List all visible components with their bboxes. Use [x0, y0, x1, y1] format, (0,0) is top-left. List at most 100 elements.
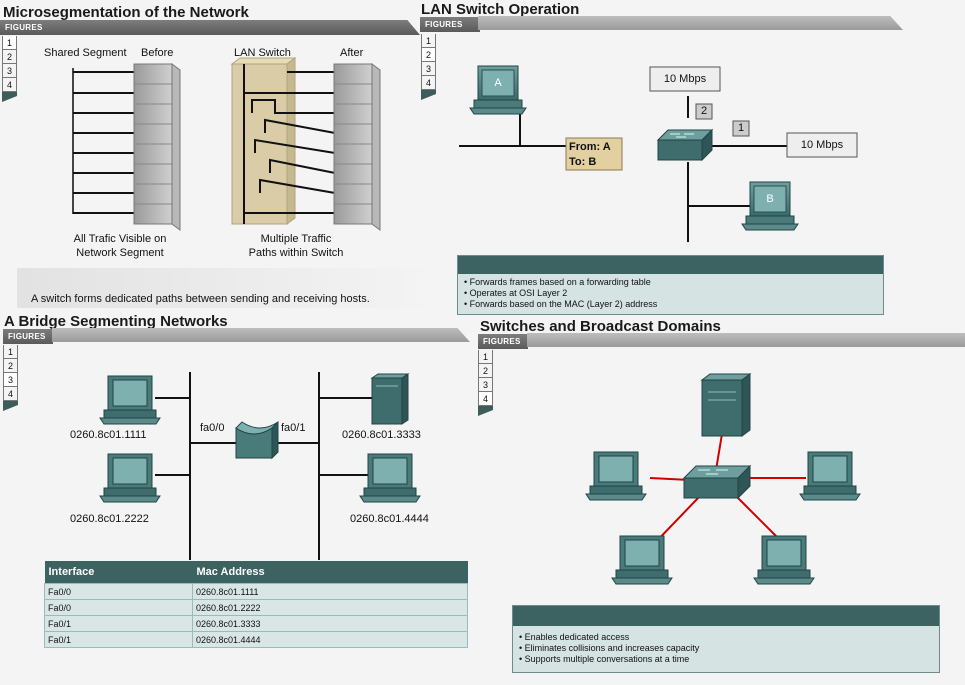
- lanswitch-title: LAN Switch Operation: [421, 1, 580, 18]
- table-cell-mac: 0260.8c01.1111: [192, 583, 468, 600]
- broadcast-tab-4[interactable]: 4: [478, 392, 493, 406]
- broadcast-tab-2[interactable]: 2: [478, 364, 493, 378]
- bridge-title-rule: [52, 328, 470, 342]
- lanswitch-tabs: 1 2 3 4: [421, 34, 436, 100]
- broadcast-figures-bar: [478, 334, 528, 349]
- broadcast-title-rule: [527, 333, 965, 347]
- speed-top: 10 Mbps: [663, 73, 707, 85]
- frame-to: To: B: [569, 156, 597, 168]
- table-cell-mac: 0260.8c01.3333: [192, 615, 468, 632]
- bridge-tab-2[interactable]: 2: [3, 359, 18, 373]
- lanswitch-tab-4[interactable]: 4: [421, 76, 436, 90]
- bridge-tab-footer: [3, 401, 18, 411]
- host-mac-label: 0260.8c01.4444: [350, 513, 429, 525]
- table-cell-interface: Fa0/1: [44, 631, 193, 648]
- broadcast-title: Switches and Broadcast Domains: [480, 318, 721, 335]
- micro-description: A switch forms dedicated paths between s…: [31, 293, 370, 305]
- after-label: After: [340, 47, 364, 59]
- bridge-tab-3[interactable]: 3: [3, 373, 18, 387]
- host-1111-icon: [99, 375, 161, 425]
- broadcast-server-icon: [700, 373, 752, 437]
- port-2-label: 2: [700, 105, 708, 117]
- micro-tab-3[interactable]: 3: [2, 64, 17, 78]
- broadcast-tab-3[interactable]: 3: [478, 378, 493, 392]
- host-a-icon: [469, 65, 527, 115]
- host-mac-label: 0260.8c01.1111: [70, 429, 147, 441]
- host-a-label: A: [494, 77, 502, 89]
- lanswitch-bullet: Operates at OSI Layer 2: [464, 288, 883, 299]
- bridge-port-right: fa0/1: [281, 422, 306, 434]
- shared-segment-label: Shared Segment: [44, 47, 127, 59]
- broadcast-tabs: 1 2 3 4: [478, 350, 493, 416]
- table-cell-mac: 0260.8c01.2222: [192, 599, 468, 616]
- caption-right-2: Paths within Switch: [248, 247, 344, 259]
- lanswitch-tab-2[interactable]: 2: [421, 48, 436, 62]
- broadcast-bullet: Eliminates collisions and increases capa…: [519, 643, 939, 654]
- table-cell-interface: Fa0/0: [44, 583, 193, 600]
- bridge-icon: [235, 420, 279, 460]
- micro-tab-2[interactable]: 2: [2, 50, 17, 64]
- lanswitch-tab-footer: [421, 90, 436, 100]
- broadcast-pc-icon: [585, 451, 647, 501]
- table-cell-interface: Fa0/0: [44, 599, 193, 616]
- lan-switch-label: LAN Switch: [234, 47, 291, 59]
- broadcast-figures-label: FIGURES: [483, 337, 521, 346]
- bridge-tab-4[interactable]: 4: [3, 387, 18, 401]
- broadcast-pc-icon: [611, 535, 673, 585]
- micro-tab-1[interactable]: 1: [2, 36, 17, 50]
- bridge-port-left: fa0/0: [200, 422, 225, 434]
- bridge-tab-1[interactable]: 1: [3, 345, 18, 359]
- broadcast-switch-icon: [682, 464, 752, 500]
- broadcast-bullets: Enables dedicated access Eliminates coll…: [513, 626, 939, 665]
- broadcast-bullet: Enables dedicated access: [519, 632, 939, 643]
- caption-left-2: Network Segment: [76, 247, 164, 259]
- broadcast-pc-icon: [799, 451, 861, 501]
- lanswitch-tab-3[interactable]: 3: [421, 62, 436, 76]
- lanswitch-info-box: Forwards frames based on a forwarding ta…: [457, 255, 884, 315]
- host-b-label: B: [766, 193, 774, 205]
- host-4444-icon: [359, 453, 421, 503]
- broadcast-pc-icon: [753, 535, 815, 585]
- micro-tabs: 1 2 3 4: [2, 36, 17, 102]
- before-host-stack: [73, 71, 135, 214]
- lanswitch-info-header: [458, 256, 883, 274]
- lanswitch-tab-1[interactable]: 1: [421, 34, 436, 48]
- frame-motion-trail: [480, 139, 566, 156]
- bridge-title: A Bridge Segmenting Networks: [4, 313, 228, 330]
- host-mac-label: 0260.8c01.3333: [342, 429, 421, 441]
- port-1-label: 1: [737, 122, 745, 134]
- lanswitch-figures-bar: [420, 17, 480, 32]
- micro-description-panel: [17, 268, 437, 308]
- bridge-tabs: 1 2 3 4: [3, 345, 18, 411]
- lanswitch-title-rule: [478, 16, 903, 30]
- lanswitch-figures-label: FIGURES: [425, 20, 463, 29]
- table-row: Fa0/1 0260.8c01.3333: [44, 615, 468, 632]
- broadcast-tab-1[interactable]: 1: [478, 350, 493, 364]
- broadcast-bullet: Supports multiple conversations at a tim…: [519, 654, 939, 665]
- broadcast-tab-footer: [478, 406, 493, 416]
- broadcast-info-header: [513, 606, 939, 626]
- table-row: Fa0/0 0260.8c01.2222: [44, 599, 468, 616]
- caption-right-1: Multiple Traffic: [260, 233, 332, 245]
- micro-figures-bar: [0, 20, 420, 35]
- before-label: Before: [141, 47, 174, 59]
- frame-from: From: A: [569, 141, 611, 153]
- broadcast-info-box: Enables dedicated access Eliminates coll…: [512, 605, 940, 673]
- micro-figures-label: FIGURES: [5, 23, 43, 32]
- micro-title: Microsegmentation of the Network: [3, 4, 249, 21]
- speed-right: 10 Mbps: [800, 139, 844, 151]
- host-2222-icon: [99, 453, 161, 503]
- micro-tab-4[interactable]: 4: [2, 78, 17, 92]
- host-b-icon: [741, 181, 799, 231]
- caption-left-1: All Trafic Visible on: [73, 233, 167, 245]
- bridge-figures-bar: [3, 329, 53, 344]
- bridge-figures-label: FIGURES: [8, 332, 46, 341]
- table-header-interface: Interface: [44, 561, 193, 584]
- micro-tab-footer: [2, 92, 17, 102]
- mac-address-table: Interface Mac Address Fa0/0 0260.8c01.11…: [44, 561, 468, 648]
- lanswitch-bullets: Forwards frames based on a forwarding ta…: [458, 274, 883, 310]
- table-header-row: Interface Mac Address: [44, 561, 468, 584]
- table-cell-mac: 0260.8c01.4444: [192, 631, 468, 648]
- switch-icon: [656, 128, 714, 162]
- table-row: Fa0/0 0260.8c01.1111: [44, 583, 468, 600]
